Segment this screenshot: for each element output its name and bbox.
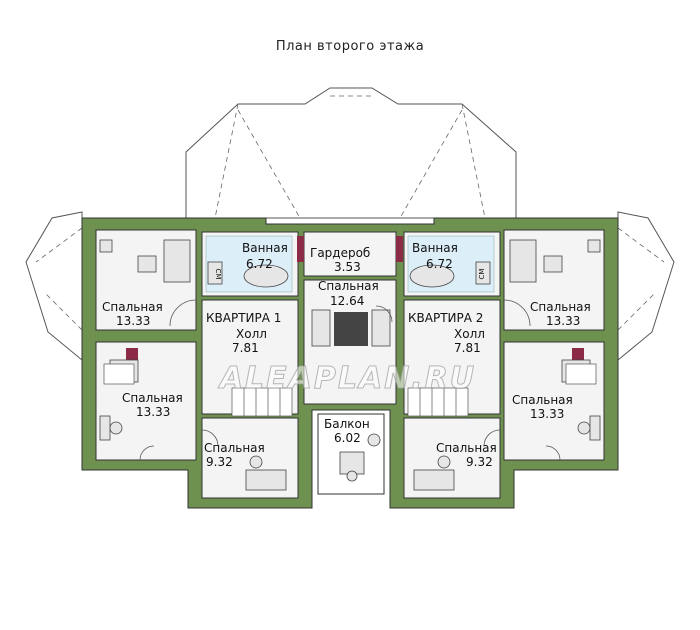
washer-label-left: СМ xyxy=(214,269,222,280)
room-name-left-bath: Ванная xyxy=(242,241,288,255)
room-name-wardrobe: Гардероб xyxy=(310,246,370,260)
apartment-1-label: КВАРТИРА 1 xyxy=(206,311,281,325)
room-name-left-hall: Холл xyxy=(236,327,267,341)
watermark: ALEAPLAN.RU xyxy=(218,361,476,396)
room-area-left-bath: 6.72 xyxy=(246,257,273,271)
room-area-left-small-bedroom: 9.32 xyxy=(206,455,233,469)
room-area-right-top-bedroom: 13.33 xyxy=(546,314,580,328)
room-name-right-bottom-bedroom: Спальная xyxy=(512,393,573,407)
room-name-balcony: Балкон xyxy=(324,417,370,431)
room-name-left-top-bedroom: Спальная xyxy=(102,300,163,314)
room-area-left-top-bedroom: 13.33 xyxy=(116,314,150,328)
room-name-right-small-bedroom: Спальная xyxy=(436,441,497,455)
plan-title: План второго этажа xyxy=(276,39,424,54)
bathroom-tiles xyxy=(205,235,495,293)
doors xyxy=(139,299,561,461)
room-area-balcony: 6.02 xyxy=(334,431,361,445)
stairs xyxy=(103,363,597,417)
apartment-2-label: КВАРТИРА 2 xyxy=(408,311,483,325)
room-name-right-top-bedroom: Спальная xyxy=(530,300,591,314)
room-name-center-bedroom: Спальная xyxy=(318,279,379,293)
room-area-right-bottom-bedroom: 13.33 xyxy=(530,407,564,421)
room-area-left-hall: 7.81 xyxy=(232,341,259,355)
room-area-right-small-bedroom: 9.32 xyxy=(466,455,493,469)
room-area-left-bottom-bedroom: 13.33 xyxy=(136,405,170,419)
room-area-wardrobe: 3.53 xyxy=(334,260,361,274)
chimneys xyxy=(126,236,584,360)
room-name-left-bottom-bedroom: Спальная xyxy=(122,391,183,405)
room-name-left-small-bedroom: Спальная xyxy=(204,441,265,455)
room-name-right-bath: Ванная xyxy=(412,241,458,255)
room-area-center-bedroom: 12.64 xyxy=(330,294,364,308)
room-name-right-hall: Холл xyxy=(454,327,485,341)
room-area-right-hall: 7.81 xyxy=(454,341,481,355)
washer-label-right: СМ xyxy=(478,269,486,280)
room-area-right-bath: 6.72 xyxy=(426,257,453,271)
